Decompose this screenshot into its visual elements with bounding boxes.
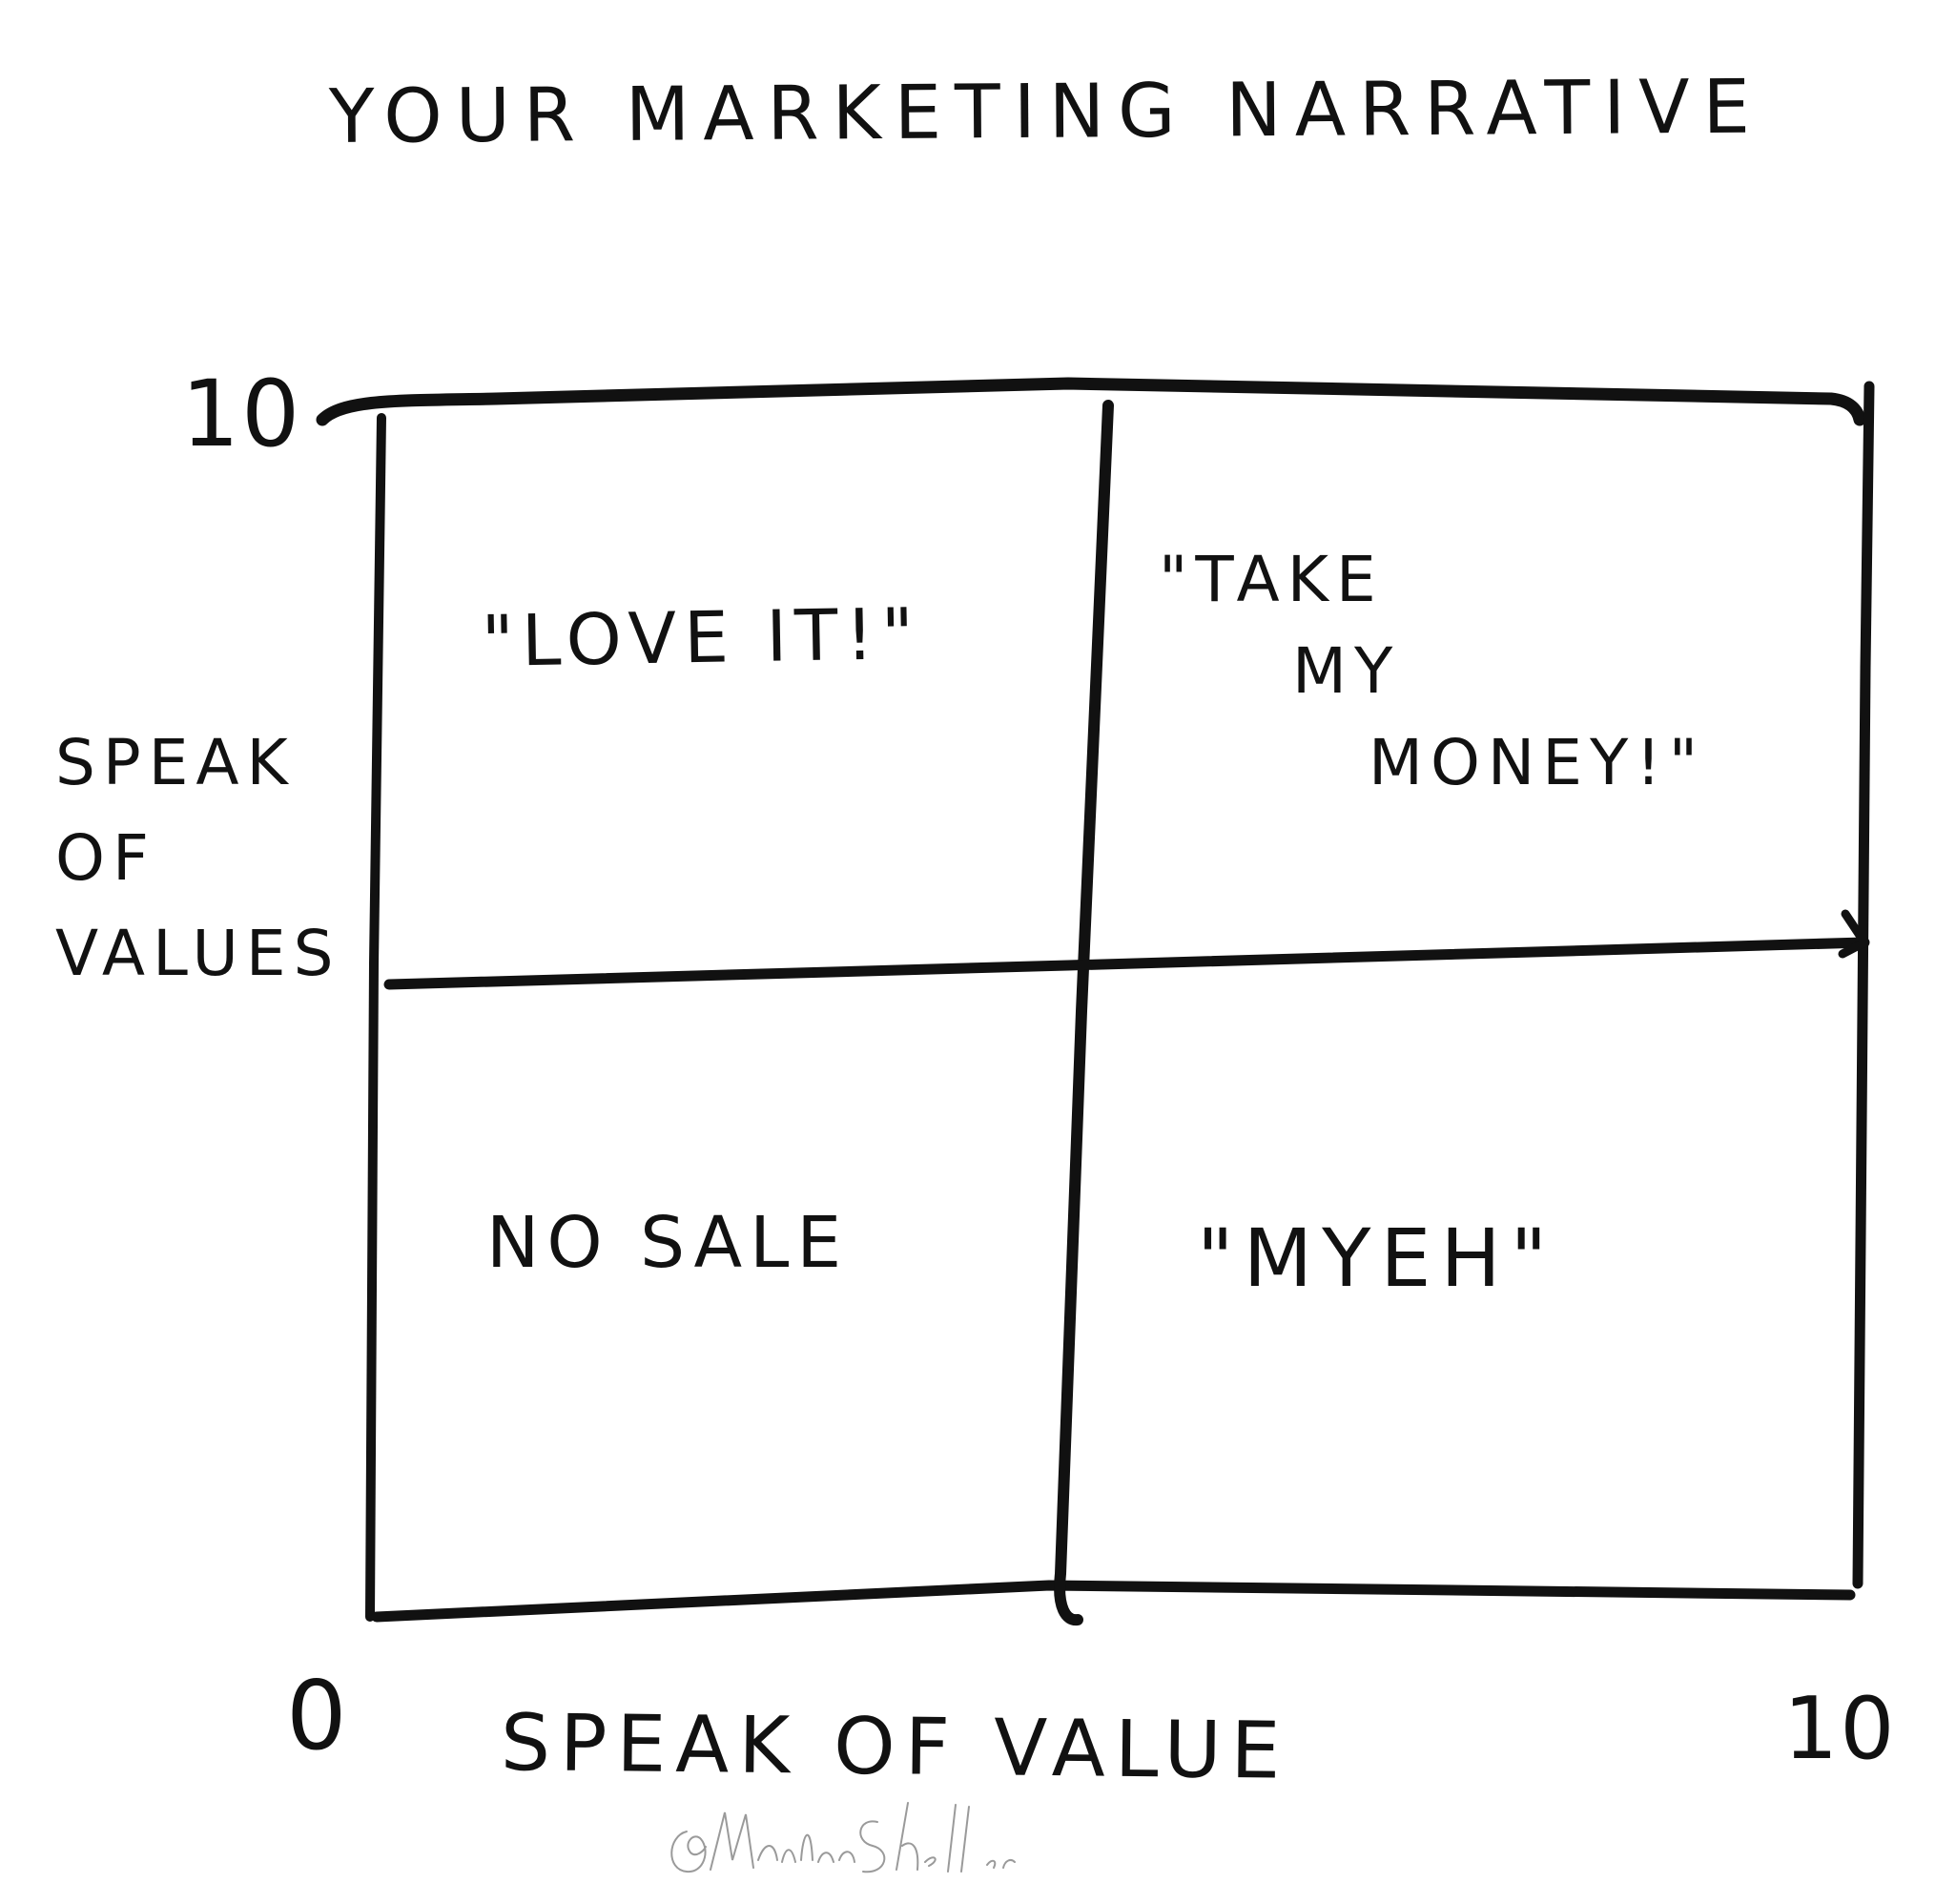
quadrant-bottom-right-label: "MYEH" bbox=[1197, 1211, 1557, 1305]
x-axis-max-label: 10 bbox=[1783, 1679, 1897, 1779]
quadrant-top-right-line-1: "TAKE bbox=[1159, 543, 1384, 616]
quadrant-top-left-label: "LOVE IT!" bbox=[481, 592, 922, 683]
arrow-tip bbox=[1838, 909, 1869, 959]
axis-origin-label: 0 bbox=[286, 1660, 353, 1771]
horizontal-divider-line bbox=[383, 937, 1870, 990]
x-axis-label: SPEAK OF VALUE bbox=[500, 1698, 1290, 1797]
quadrant-bottom-left-label: NO SALE bbox=[486, 1202, 850, 1284]
right-border-line bbox=[1852, 381, 1875, 1589]
author-signature bbox=[670, 1802, 1016, 1873]
left-axis-line bbox=[365, 413, 386, 1622]
vertical-divider-line bbox=[1054, 400, 1114, 1626]
quadrant-top-right-line-3: MONEY!" bbox=[1369, 726, 1706, 799]
bottom-axis-line bbox=[371, 1580, 1856, 1623]
y-axis-label: SPEAK OF VALUES bbox=[55, 726, 341, 990]
top-border-line bbox=[316, 377, 1866, 426]
diagram-title: YOUR MARKETING NARRATIVE bbox=[328, 64, 1764, 160]
quadrant-top-right-label: "TAKE MY MONEY!" bbox=[1159, 534, 1750, 809]
y-axis-max-label: 10 bbox=[181, 361, 302, 467]
quadrant-top-right-line-2: MY bbox=[1292, 634, 1401, 708]
